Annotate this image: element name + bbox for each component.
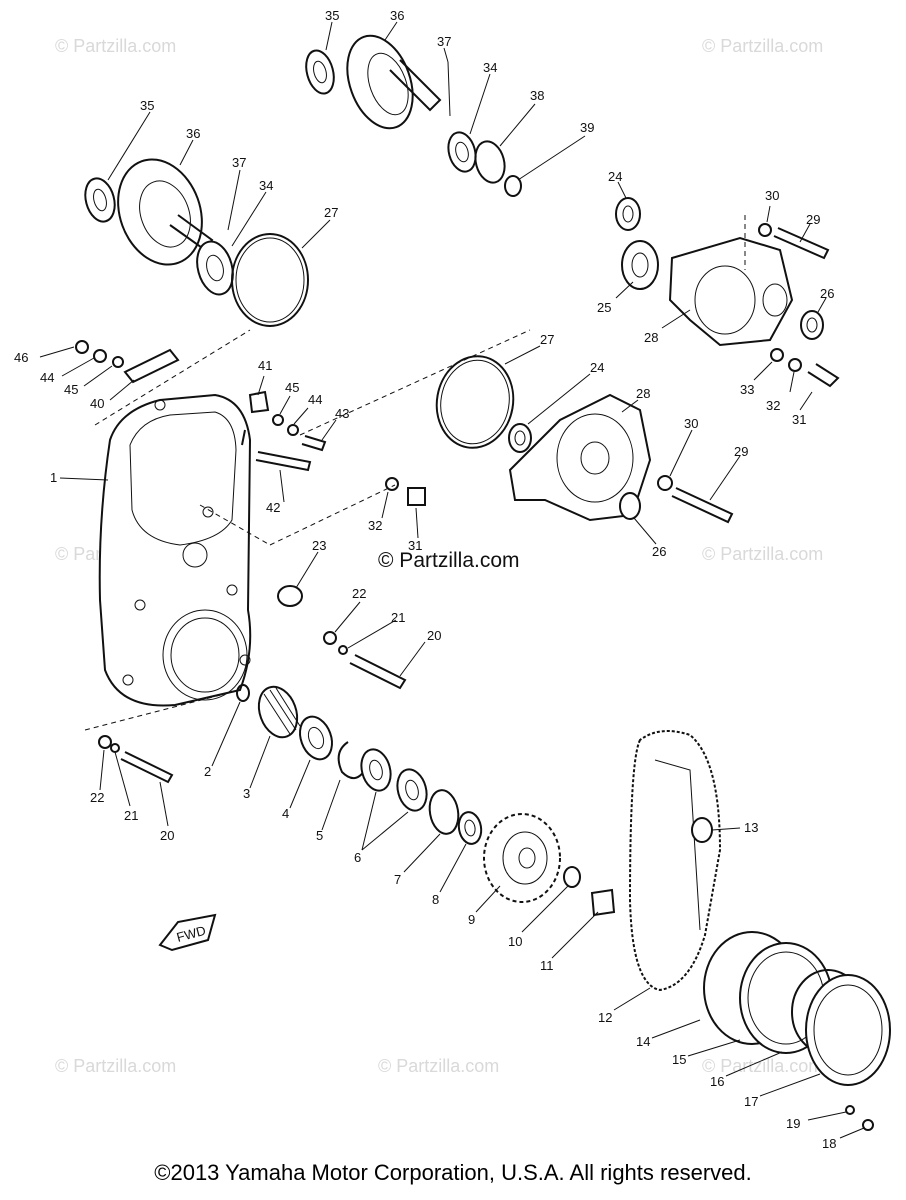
callout: 27 — [324, 205, 338, 220]
callout: 35 — [140, 98, 154, 113]
callout: 40 — [90, 396, 104, 411]
callout: 3 — [243, 786, 250, 801]
callout: 29 — [734, 444, 748, 459]
callout: 44 — [40, 370, 54, 385]
callout: 15 — [672, 1052, 686, 1067]
watermark: © Partzilla.com — [55, 36, 176, 56]
callout: 35 — [325, 8, 339, 23]
callout: 21 — [124, 808, 138, 823]
callout: 23 — [312, 538, 326, 553]
callout: 24 — [590, 360, 604, 375]
callout: 25 — [597, 300, 611, 315]
callout: 5 — [316, 828, 323, 843]
callout: 43 — [335, 406, 349, 421]
callout: 39 — [580, 120, 594, 135]
upper-right-gear-case — [615, 197, 840, 388]
callout: 28 — [636, 386, 650, 401]
watermark: © Partzilla.com — [702, 1056, 823, 1076]
middle-right-gear-case — [435, 355, 734, 524]
callout: 18 — [822, 1136, 836, 1151]
watermark: © Partzilla.com — [55, 1056, 176, 1076]
callout: 20 — [427, 628, 441, 643]
watermark: © Partzilla.com — [702, 36, 823, 56]
callout: 33 — [740, 382, 754, 397]
leader-lines — [39, 21, 865, 1139]
callout: 45 — [285, 380, 299, 395]
callout: 12 — [598, 1010, 612, 1025]
top-bearing-housing-assembly — [305, 34, 522, 197]
center-watermark: © Partzilla.com — [378, 549, 520, 572]
callout: 38 — [530, 88, 544, 103]
callout: 37 — [232, 155, 246, 170]
callout: 31 — [792, 412, 806, 427]
callout: 32 — [766, 398, 780, 413]
callout: 16 — [710, 1074, 724, 1089]
callout: 28 — [644, 330, 658, 345]
watermark: © Partzilla.com — [702, 544, 823, 564]
chain-and-cover — [628, 730, 891, 1131]
left-bearing-housing-assembly — [84, 158, 309, 327]
callout: 44 — [308, 392, 322, 407]
callout: 41 — [258, 358, 272, 373]
callout: 10 — [508, 934, 522, 949]
callout: 36 — [390, 8, 404, 23]
callout: 19 — [786, 1116, 800, 1131]
fwd-label: FWD — [175, 923, 207, 945]
callout: 26 — [820, 286, 834, 301]
callout: 46 — [14, 350, 28, 365]
callout: 30 — [684, 416, 698, 431]
callout: 24 — [608, 169, 622, 184]
callout: 32 — [368, 518, 382, 533]
output-shaft-row — [236, 684, 616, 917]
callout: 22 — [352, 586, 366, 601]
callout: 37 — [437, 34, 451, 49]
callout: 29 — [806, 212, 820, 227]
callout: 4 — [282, 806, 289, 821]
callout: 2 — [204, 764, 211, 779]
callout: 42 — [266, 500, 280, 515]
copyright-notice: ©2013 Yamaha Motor Corporation, U.S.A. A… — [154, 1160, 752, 1185]
fwd-arrow: FWD — [158, 913, 217, 952]
callout: 6 — [354, 850, 361, 865]
callout: 31 — [408, 538, 422, 553]
callout: 1 — [50, 470, 57, 485]
callout: 20 — [160, 828, 174, 843]
callout: 34 — [483, 60, 497, 75]
callout: 17 — [744, 1094, 758, 1109]
callout: 14 — [636, 1034, 650, 1049]
callout: 11 — [540, 958, 554, 973]
callout: 26 — [652, 544, 666, 559]
callout: 9 — [468, 912, 475, 927]
watermarks: © Partzilla.com © Partzilla.com © Partzi… — [55, 36, 823, 1076]
chain-case — [75, 329, 531, 784]
callout: 7 — [394, 872, 401, 887]
callout: 22 — [90, 790, 104, 805]
watermark: © Partzilla.com — [378, 1056, 499, 1076]
callout: 8 — [432, 892, 439, 907]
callout: 45 — [64, 382, 78, 397]
callout: 34 — [259, 178, 273, 193]
callout: 13 — [744, 820, 758, 835]
callout: 30 — [765, 188, 779, 203]
callout-labels: 35 36 37 34 38 39 35 36 37 34 27 24 30 2… — [14, 8, 836, 1151]
callout: 21 — [391, 610, 405, 625]
callout: 36 — [186, 126, 200, 141]
callout: 27 — [540, 332, 554, 347]
